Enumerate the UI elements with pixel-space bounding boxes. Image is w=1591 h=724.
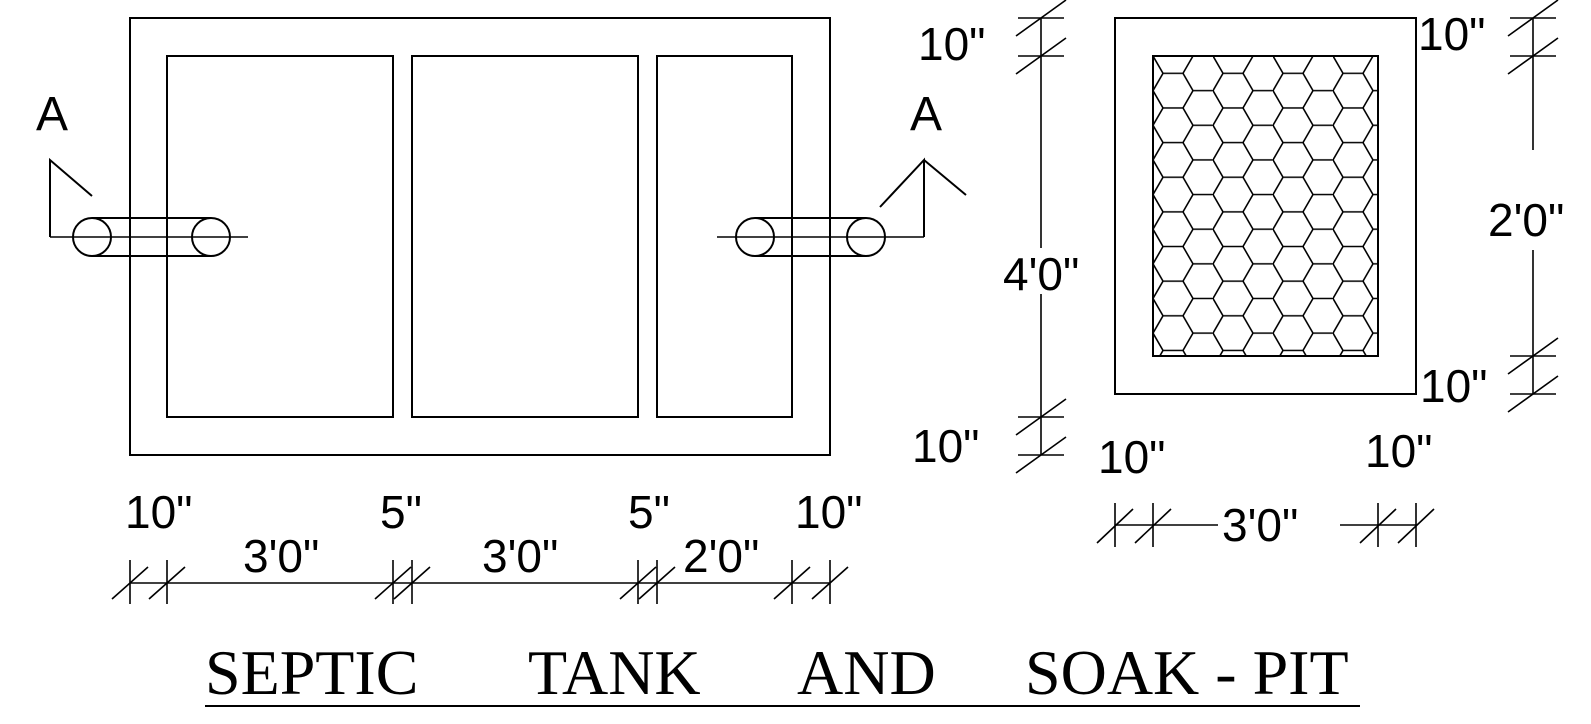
dim-pit-width: 3'0"	[1222, 499, 1298, 551]
dim-pit-right-bottom-wall: 10"	[1420, 360, 1488, 412]
title-word-soak-pit: SOAK - PIT	[1025, 637, 1349, 708]
drawing-title: SEPTIC TANK AND SOAK - PIT	[205, 637, 1360, 708]
dim-chamber-2: 3'0"	[482, 530, 558, 582]
pit-inner-wall	[1152, 55, 1379, 357]
pit-height-dimension	[1015, 0, 1067, 474]
title-word-tank: TANK	[528, 637, 701, 708]
tank-dimension-line	[111, 560, 849, 604]
pit-outer-wall	[1114, 17, 1417, 395]
dim-pit-top-wall: 10"	[918, 18, 986, 70]
dim-tank-partition-2: 5"	[628, 486, 670, 538]
dim-tank-partition-1: 5"	[380, 486, 422, 538]
dim-pit-height-mask	[1012, 248, 1072, 294]
dim-pit-bottom-wall: 10"	[912, 420, 980, 472]
dim-pit-height: 4'0"	[1003, 248, 1079, 300]
title-word-and: AND	[797, 637, 936, 708]
section-marker-right: A	[879, 88, 967, 237]
soak-pit-plan: 10" 4'0" 10" 10" 2'0" 10"	[912, 0, 1564, 551]
dim-pit-right-top-wall: 10"	[1418, 8, 1486, 60]
section-label-right: A	[910, 88, 942, 141]
dim-pit-left-wall: 10"	[1098, 431, 1166, 483]
title-word-septic: SEPTIC	[205, 637, 418, 708]
dim-pit-inner-height: 2'0"	[1488, 194, 1564, 246]
dim-tank-wall-left: 10"	[125, 486, 193, 538]
pit-width-dimension	[1096, 503, 1435, 547]
pit-inner-height-dimension	[1507, 0, 1559, 413]
dim-pit-right-wall: 10"	[1365, 425, 1433, 477]
septic-tank-plan: A A 10" 5" 5"	[36, 17, 967, 604]
section-label-left: A	[36, 88, 68, 141]
tank-chamber-2	[411, 55, 639, 418]
pit-honeycomb-fill	[1153, 56, 1378, 356]
section-marker-left: A	[36, 88, 93, 237]
outlet-pipe	[717, 217, 924, 257]
inlet-pipe	[50, 217, 248, 257]
dim-chamber-3: 2'0"	[683, 530, 759, 582]
dim-chamber-1: 3'0"	[243, 530, 319, 582]
dim-tank-wall-right: 10"	[795, 486, 863, 538]
